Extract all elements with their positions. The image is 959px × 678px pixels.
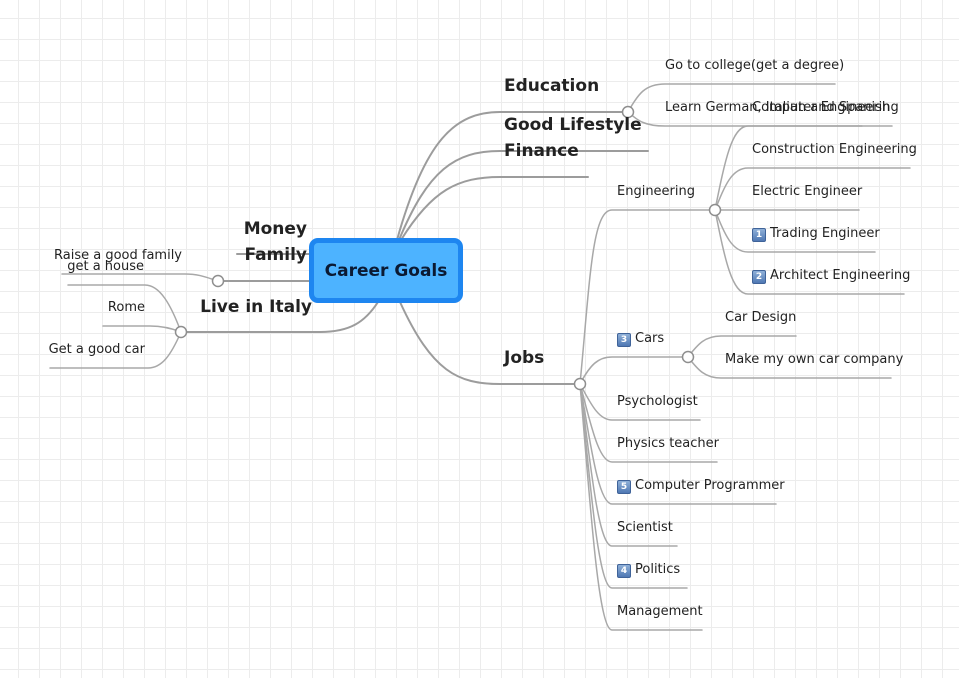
connector-cars: [579, 356, 689, 385]
topic-live-in-italy[interactable]: Live in Italy: [200, 297, 312, 317]
connector-computer-programmer: [579, 383, 777, 505]
connector-management: [579, 383, 703, 631]
subtopic-management[interactable]: Management: [617, 604, 703, 619]
subtopic-electric-engineer[interactable]: Electric Engineer: [752, 184, 863, 199]
subtopic-own-car-company[interactable]: Make my own car company: [725, 352, 904, 367]
connector-scientist: [579, 383, 678, 547]
subtopic-cars[interactable]: 3 Cars: [617, 331, 664, 347]
junction-jobs[interactable]: [573, 377, 587, 391]
subtopic-cars-label: Cars: [635, 331, 665, 346]
subtopic-computer-engineering[interactable]: Computer Engineering: [752, 100, 899, 115]
subtopic-architect-engineering-label: Architect Engineering: [770, 268, 911, 283]
priority-3-badge: 3: [617, 333, 631, 347]
subtopic-architect-engineering[interactable]: 2 Architect Engineering: [752, 268, 910, 284]
subtopic-good-car[interactable]: Get a good car: [48, 342, 145, 357]
junction-education[interactable]: [621, 105, 635, 119]
connector-raise-family: [61, 273, 219, 282]
subtopic-get-house[interactable]: get a house: [67, 259, 144, 274]
connector-finance: [400, 176, 589, 241]
topic-good-lifestyle[interactable]: Good Lifestyle: [504, 115, 642, 135]
subtopic-computer-programmer-label: Computer Programmer: [635, 478, 785, 493]
junction-live-in-italy[interactable]: [174, 325, 188, 339]
subtopic-trading-engineer-label: Trading Engineer: [770, 226, 880, 241]
subtopic-college[interactable]: Go to college(get a degree): [665, 58, 845, 73]
priority-5-badge: 5: [617, 480, 631, 494]
connector-good-car: [49, 331, 182, 369]
priority-4-badge: 4: [617, 564, 631, 578]
connector-engineering: [579, 209, 716, 385]
subtopic-computer-programmer[interactable]: 5 Computer Programmer: [617, 478, 785, 494]
priority-2-badge: 2: [752, 270, 766, 284]
connector-education: [396, 111, 629, 241]
junction-engineering[interactable]: [708, 203, 722, 217]
connector-computer-engineering: [714, 125, 893, 211]
junction-family[interactable]: [211, 274, 225, 288]
subtopic-raise-family[interactable]: Raise a good family: [54, 248, 182, 263]
subtopic-trading-engineer[interactable]: 1 Trading Engineer: [752, 226, 880, 242]
topic-money[interactable]: Money: [243, 219, 307, 239]
connector-construction-engineering: [714, 167, 911, 211]
connector-physics-teacher: [579, 383, 718, 463]
subtopic-languages[interactable]: Learn German, Italian and Spanish: [665, 100, 891, 115]
connector-trading-engineer: [714, 209, 876, 253]
subtopic-rome[interactable]: Rome: [107, 300, 145, 315]
connector-architect-engineering: [714, 209, 905, 295]
priority-1-badge: 1: [752, 228, 766, 242]
connector-jobs: [399, 301, 581, 385]
connector-psychologist: [579, 383, 701, 421]
topic-finance[interactable]: Finance: [504, 141, 579, 161]
connector-rome: [102, 325, 182, 333]
connector-good-lifestyle: [398, 150, 649, 241]
topic-education[interactable]: Education: [504, 76, 600, 96]
subtopic-psychologist[interactable]: Psychologist: [617, 394, 698, 409]
connector-live-in-italy: [180, 301, 379, 333]
subtopic-car-design[interactable]: Car Design: [725, 310, 797, 325]
subtopic-politics-label: Politics: [635, 562, 681, 577]
subtopic-engineering[interactable]: Engineering: [617, 184, 695, 199]
connector-get-house: [67, 284, 182, 333]
subtopic-politics[interactable]: 4 Politics: [617, 562, 680, 578]
root-node-career-goals[interactable]: Career Goals: [309, 238, 463, 303]
junction-cars[interactable]: [681, 350, 695, 364]
subtopic-scientist[interactable]: Scientist: [617, 520, 673, 535]
topic-family[interactable]: Family: [244, 245, 307, 265]
subtopic-construction-engineering[interactable]: Construction Engineering: [752, 142, 917, 157]
subtopic-physics-teacher[interactable]: Physics teacher: [617, 436, 720, 451]
topic-jobs[interactable]: Jobs: [504, 348, 545, 368]
